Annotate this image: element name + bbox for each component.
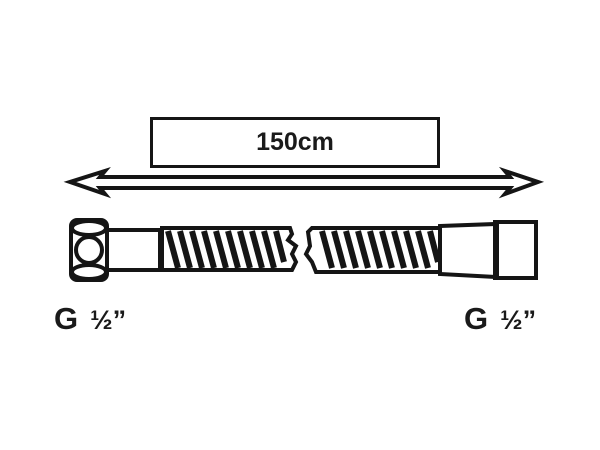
left-thread-letter: G <box>54 301 79 336</box>
spiral-hose-icon <box>160 226 299 272</box>
spiral-hose-icon-right <box>303 226 442 274</box>
right-thread-size: ½” <box>500 305 537 335</box>
cone-fitting-icon <box>438 220 538 280</box>
left-stem <box>107 228 162 272</box>
length-label-box: 150cm <box>150 117 440 168</box>
right-thread-label: G ½” <box>464 301 536 338</box>
left-thread-size: ½” <box>90 305 127 335</box>
dimension-arrow-icon <box>63 166 545 199</box>
length-label: 150cm <box>256 128 334 156</box>
left-thread-label: G ½” <box>54 301 126 338</box>
right-thread-letter: G <box>464 301 489 336</box>
hex-nut-icon <box>69 218 109 282</box>
